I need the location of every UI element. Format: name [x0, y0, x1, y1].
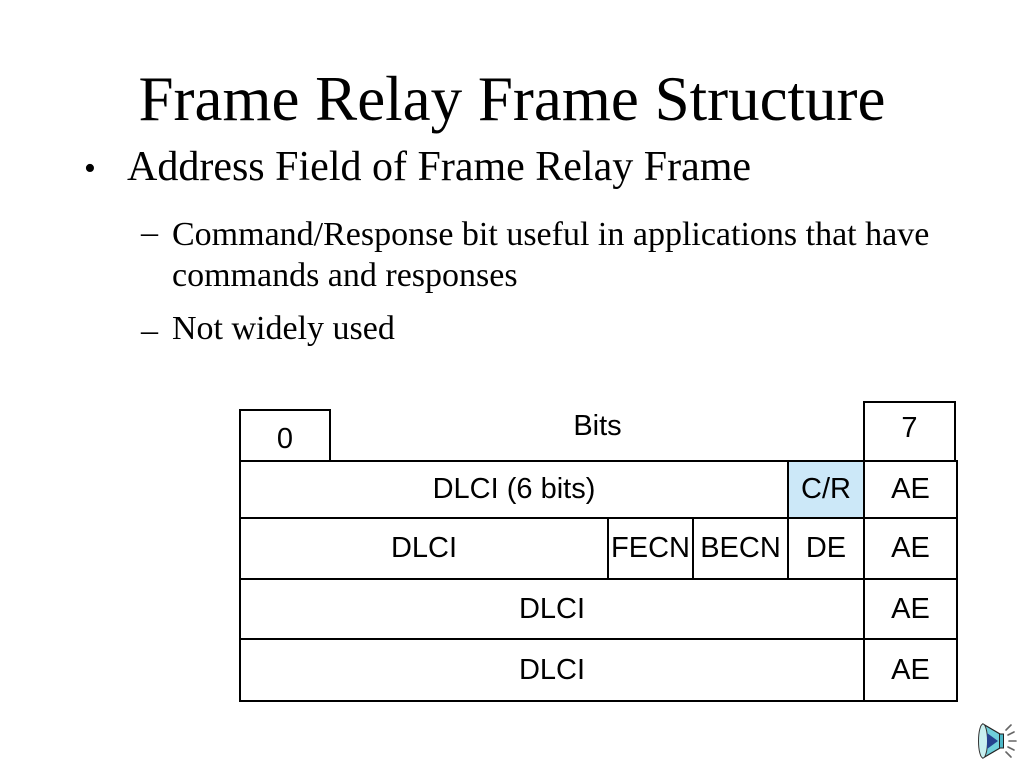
cell-cr-highlighted: C/R	[787, 460, 865, 519]
table-row-byte3: DLCI AE	[239, 578, 958, 640]
slide-title: Frame Relay Frame Structure	[138, 64, 886, 134]
table-row-byte2: DLCI FECN BECN DE AE	[239, 517, 958, 580]
speaker-icon[interactable]	[977, 721, 1019, 761]
sub-bullet-line-2: commands and responses	[172, 257, 518, 294]
cell-fecn: FECN	[607, 517, 694, 580]
table-row-byte1: DLCI (6 bits) C/R AE	[239, 460, 958, 519]
address-field-table: DLCI (6 bits) C/R AE DLCI FECN BECN DE A…	[239, 460, 958, 702]
sub-bullet-dash: –	[141, 214, 158, 251]
bit-0-box: 0	[239, 409, 331, 460]
sub-bullet-command-response: Command/Response bit useful in applicati…	[172, 214, 929, 296]
cell-dlci: DLCI	[239, 517, 609, 580]
cell-dlci: DLCI	[239, 578, 865, 640]
table-row-byte4: DLCI AE	[239, 638, 958, 702]
cell-dlci: DLCI	[239, 638, 865, 702]
sub-bullet-not-widely-used: Not widely used	[172, 310, 395, 347]
bullet-text-address-field: Address Field of Frame Relay Frame	[127, 144, 752, 190]
sub-bullet-line-1: Command/Response bit useful in applicati…	[172, 216, 930, 253]
cell-dlci-6bits: DLCI (6 bits)	[239, 460, 789, 519]
cell-becn: BECN	[692, 517, 789, 580]
cell-ae: AE	[863, 460, 958, 519]
cell-de: DE	[787, 517, 865, 580]
frame-structure-diagram: Bits 0 7 DLCI (6 bits) C/R AE DLCI FECN …	[239, 401, 958, 702]
bits-header-label: Bits	[573, 410, 622, 442]
bit-7-box: 7	[863, 401, 956, 460]
sub-bullet-dash: –	[141, 312, 158, 349]
cell-ae: AE	[863, 578, 958, 640]
bullet-marker: •	[84, 150, 96, 187]
cell-ae: AE	[863, 638, 958, 702]
cell-ae: AE	[863, 517, 958, 580]
